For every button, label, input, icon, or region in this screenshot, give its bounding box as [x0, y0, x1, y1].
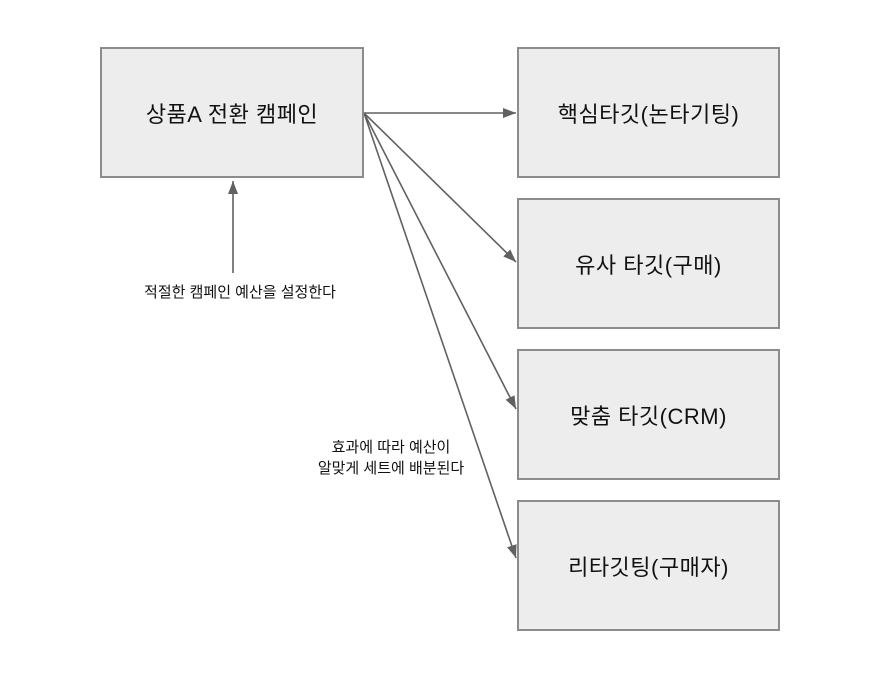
arrow-to-lookalike-target [363, 112, 517, 263]
allocation-note-line2: 알맞게 세트에 배분된다 [317, 460, 465, 477]
arrow-to-custom-target [363, 112, 517, 410]
campaign-box: 상품A 전환 캠페인 [100, 47, 364, 178]
target-box-lookalike-label: 유사 타깃(구매) [575, 252, 722, 278]
arrow-to-retargeting-target [363, 112, 517, 559]
target-box-retargeting-label: 리타깃팅(구매자) [568, 554, 729, 580]
target-box-lookalike: 유사 타깃(구매) [517, 198, 780, 329]
allocation-note-line1: 효과에 따라 예산이 [331, 439, 451, 456]
target-box-custom-label: 맞춤 타깃(CRM) [570, 403, 727, 429]
budget-note-text: 적절한 캠페인 예산을 설정한다 [144, 284, 336, 301]
target-box-core-label: 핵심타깃(논타기팅) [557, 101, 740, 127]
allocation-note: 효과에 따라 예산이 알맞게 세트에 배분된다 [281, 437, 501, 479]
target-box-retargeting: 리타깃팅(구매자) [517, 500, 780, 631]
target-box-core: 핵심타깃(논타기팅) [517, 47, 780, 178]
target-box-custom: 맞춤 타깃(CRM) [517, 349, 780, 480]
budget-note: 적절한 캠페인 예산을 설정한다 [90, 282, 390, 303]
campaign-box-label: 상품A 전환 캠페인 [145, 101, 319, 127]
